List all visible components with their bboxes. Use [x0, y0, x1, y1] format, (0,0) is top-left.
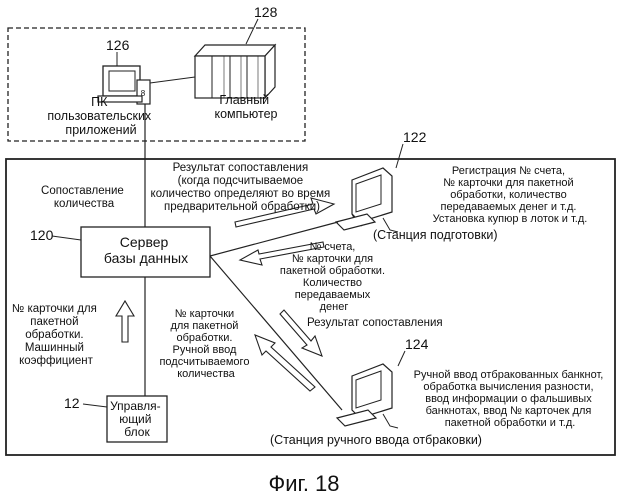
label-prep-station: (Станция подготовки) — [373, 228, 498, 242]
leader-128 — [246, 19, 258, 44]
label-matching-result-2: Результат сопоставления — [307, 317, 443, 329]
ref-12: 12 — [64, 395, 80, 411]
mainframe-icon — [195, 45, 275, 98]
ref-122: 122 — [403, 129, 427, 145]
arrow-up-from-control — [116, 301, 134, 342]
label-card-manual: № карточки для пакетной обработки. Ручно… — [159, 308, 252, 380]
ref-126: 126 — [106, 37, 130, 53]
prep-station-computer-icon — [336, 168, 398, 232]
label-matching-result: Результат сопоставления (когда подсчитыв… — [151, 162, 334, 213]
mainframe-label: Главный компьютер — [214, 93, 277, 121]
manual-station-computer-icon — [337, 364, 398, 428]
pc-mainframe-link — [150, 77, 195, 83]
figure-caption: Фиг. 18 — [268, 471, 339, 496]
ref-124: 124 — [405, 336, 429, 352]
label-prep-tasks: Регистрация № счета, № карточки для паке… — [433, 165, 588, 225]
ref-128: 128 — [254, 4, 278, 20]
leader-124 — [398, 351, 405, 366]
leader-12 — [83, 404, 107, 407]
ref-120: 120 — [30, 227, 54, 243]
leader-122 — [396, 144, 403, 168]
label-manual-station: (Станция ручного ввода отбраковки) — [270, 433, 482, 447]
label-manual-tasks: Ручной ввод отбракованных банкнот, обраб… — [414, 369, 607, 429]
label-card-machine: № карточки для пакетной обработки. Машин… — [12, 303, 100, 367]
leader-120 — [52, 236, 81, 240]
label-quantity-matching: Сопоставление количества — [41, 185, 127, 210]
